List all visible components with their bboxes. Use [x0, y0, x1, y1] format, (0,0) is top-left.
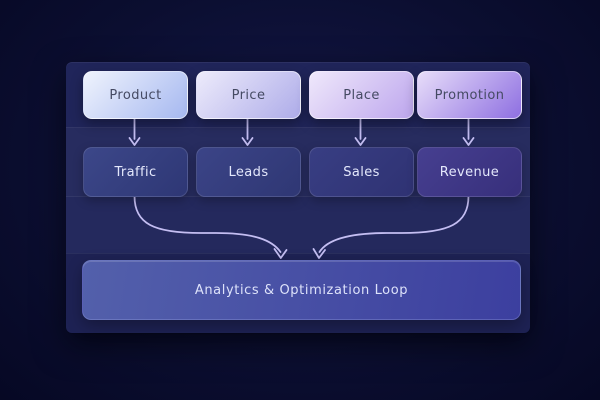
- node-place: Place: [309, 71, 414, 119]
- node-revenue: Revenue: [417, 147, 522, 197]
- node-traffic: Traffic: [83, 147, 188, 197]
- node-promotion: Promotion: [417, 71, 522, 119]
- arrow-traffic-analytics-icon: [133, 195, 288, 259]
- node-promotion-label: Promotion: [434, 87, 505, 103]
- row-band-arrows-2: [66, 196, 530, 254]
- funnel-panel: Product Price Place Promotion Traffic Le…: [66, 62, 530, 334]
- node-sales: Sales: [309, 147, 414, 197]
- arrow-place-sales-icon: [354, 118, 367, 146]
- node-analytics-loop-label: Analytics & Optimization Loop: [194, 282, 409, 298]
- node-leads-label: Leads: [228, 164, 269, 180]
- node-price: Price: [196, 71, 301, 119]
- node-analytics-loop: Analytics & Optimization Loop: [82, 260, 521, 320]
- node-place-label: Place: [343, 87, 380, 103]
- arrow-promotion-revenue-icon: [462, 118, 475, 146]
- node-leads: Leads: [196, 147, 301, 197]
- node-product-label: Product: [109, 87, 162, 103]
- node-traffic-label: Traffic: [114, 164, 157, 180]
- node-revenue-label: Revenue: [439, 164, 500, 180]
- node-price-label: Price: [231, 87, 266, 103]
- arrow-product-traffic-icon: [128, 118, 141, 146]
- arrow-price-leads-icon: [241, 118, 254, 146]
- arrow-revenue-analytics-icon: [312, 195, 470, 259]
- node-sales-label: Sales: [343, 164, 380, 180]
- node-product: Product: [83, 71, 188, 119]
